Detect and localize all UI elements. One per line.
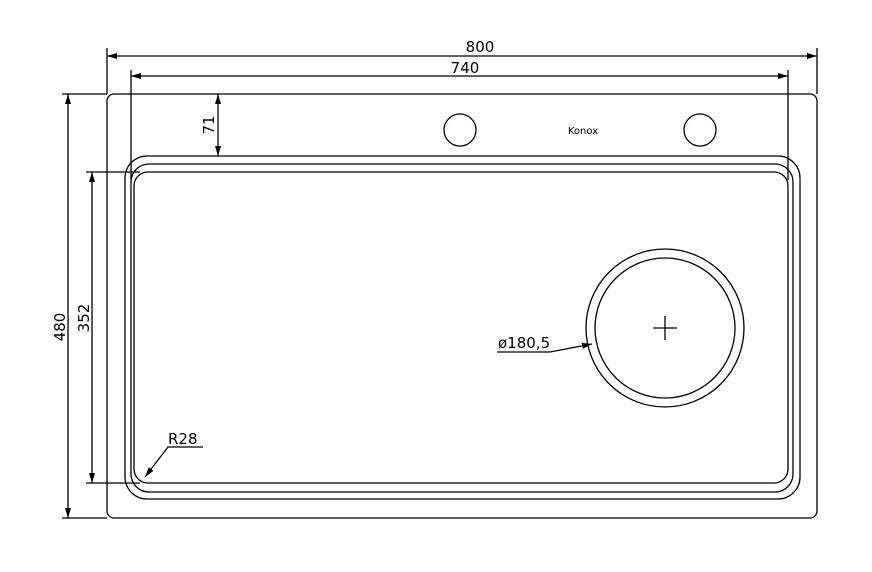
drain-diameter-label: ø180,5	[498, 334, 550, 352]
dimension-overall-width	[106, 48, 818, 94]
brand-logo: Konox	[568, 126, 598, 137]
dimension-deck-depth-label: 71	[200, 115, 218, 134]
dimension-bowl-width-label: 740	[451, 59, 480, 77]
bowl-floor-outline	[133, 171, 789, 484]
dimension-bowl-height	[86, 171, 140, 484]
drain-outer-circle	[585, 248, 745, 408]
dimension-bowl-width	[130, 70, 789, 180]
corner-radius-leader	[144, 446, 203, 478]
tap-hole-left	[443, 113, 477, 147]
corner-radius-label: R28	[168, 430, 198, 448]
dimension-bowl-height-label: 352	[75, 304, 93, 333]
drain-inner-circle	[594, 257, 736, 399]
dimension-overall-width-label: 800	[466, 38, 495, 56]
bowl-rim-outline	[124, 155, 801, 500]
dimension-overall-height	[62, 93, 107, 519]
tap-hole-right	[683, 113, 717, 147]
dimension-overall-height-label: 480	[51, 313, 69, 342]
drain-center-cross-icon	[653, 316, 677, 340]
sink-outer-outline	[106, 93, 818, 519]
bowl-inner-outline	[130, 163, 794, 493]
drain-diameter-leader	[497, 342, 593, 353]
